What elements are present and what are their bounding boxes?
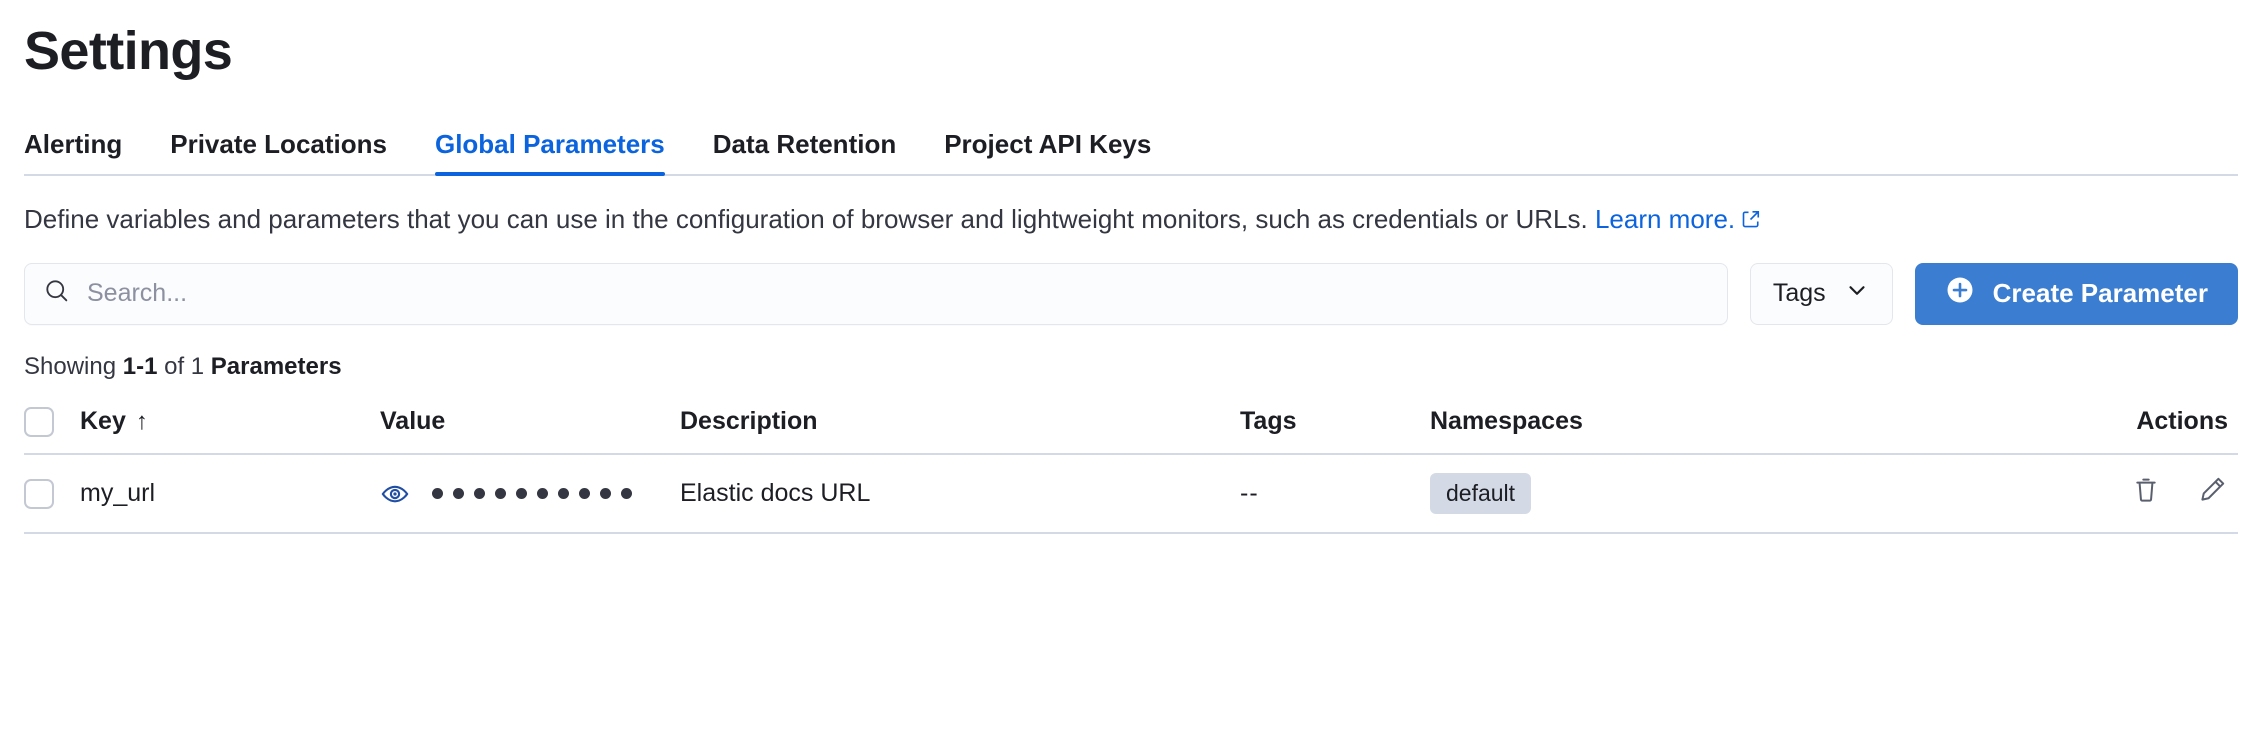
search-icon [43, 277, 71, 310]
select-all-checkbox[interactable] [24, 407, 54, 438]
tab-label: Private Locations [170, 128, 387, 159]
results-count: Showing 1-1 of 1 Parameters [24, 353, 2238, 381]
pencil-icon[interactable] [2196, 474, 2228, 506]
settings-tabs: Alerting Private Locations Global Parame… [24, 118, 2238, 176]
cell-namespaces: default [1430, 454, 1990, 535]
search-box[interactable] [24, 262, 1728, 325]
description-text: Define variables and parameters that you… [24, 203, 1595, 234]
settings-page: Settings Alerting Private Locations Glob… [24, 21, 2238, 535]
row-checkbox[interactable] [24, 478, 54, 509]
column-header-tags[interactable]: Tags [1240, 392, 1430, 456]
showing-prefix: Showing [24, 352, 123, 380]
column-header-namespaces[interactable]: Namespaces [1430, 392, 1990, 456]
showing-noun: Parameters [210, 352, 342, 380]
select-all-header [24, 392, 80, 456]
tab-global-parameters[interactable]: Global Parameters [434, 128, 665, 176]
create-parameter-button[interactable]: Create Parameter [1914, 262, 2238, 325]
tab-project-api-keys[interactable]: Project API Keys [944, 129, 1151, 174]
table-row: my_url Elastic docs URL -- default [24, 454, 2238, 535]
cell-actions [1990, 454, 2238, 535]
showing-range: 1-1 [122, 352, 158, 380]
cell-tags: -- [1240, 454, 1430, 535]
tab-label: Data Retention [712, 128, 897, 159]
page-description: Define variables and parameters that you… [24, 202, 2238, 237]
tab-label: Global Parameters [434, 128, 665, 159]
column-header-value[interactable]: Value [380, 392, 680, 456]
namespace-badge: default [1430, 473, 1532, 515]
tags-filter-button[interactable]: Tags [1749, 262, 1893, 325]
cell-description: Elastic docs URL [680, 454, 1240, 535]
tab-private-locations[interactable]: Private Locations [170, 129, 387, 174]
tab-data-retention[interactable]: Data Retention [713, 129, 896, 174]
cell-key: my_url [80, 454, 380, 535]
column-header-description[interactable]: Description [680, 392, 1240, 456]
controls-row: Tags Create Parameter [24, 262, 2238, 325]
tab-label: Alerting [24, 128, 123, 159]
column-label: Namespaces [1430, 407, 1583, 436]
column-header-key[interactable]: Key ↑ [80, 392, 380, 456]
row-select-cell [24, 454, 80, 535]
cell-value [380, 454, 680, 535]
column-header-actions: Actions [1990, 392, 2238, 456]
eye-icon[interactable] [380, 479, 410, 509]
create-parameter-label: Create Parameter [1992, 278, 2208, 309]
sort-ascending-icon: ↑ [135, 408, 148, 436]
column-label: Tags [1240, 407, 1297, 436]
tab-alerting[interactable]: Alerting [24, 129, 122, 174]
trash-icon[interactable] [2130, 474, 2162, 506]
tab-label: Project API Keys [944, 128, 1152, 159]
chevron-down-icon [1844, 277, 1870, 310]
external-link-icon [1741, 203, 1761, 237]
column-label: Description [680, 407, 818, 436]
column-label: Key [80, 407, 126, 436]
showing-of: of 1 [157, 352, 211, 380]
learn-more-link[interactable]: Learn more. [1594, 203, 1736, 234]
masked-value [432, 488, 632, 500]
plus-circle-icon [1945, 275, 1975, 312]
parameters-table: Key ↑ Value Description Tags Namespaces A… [24, 392, 2238, 535]
tags-empty: -- [1240, 479, 1259, 508]
table-header-row: Key ↑ Value Description Tags Namespaces A… [24, 392, 2238, 456]
column-label: Value [380, 407, 446, 436]
tags-filter-label: Tags [1772, 279, 1826, 308]
search-input[interactable] [87, 279, 1709, 309]
column-label: Actions [2136, 407, 2228, 436]
page-title: Settings [24, 21, 233, 81]
